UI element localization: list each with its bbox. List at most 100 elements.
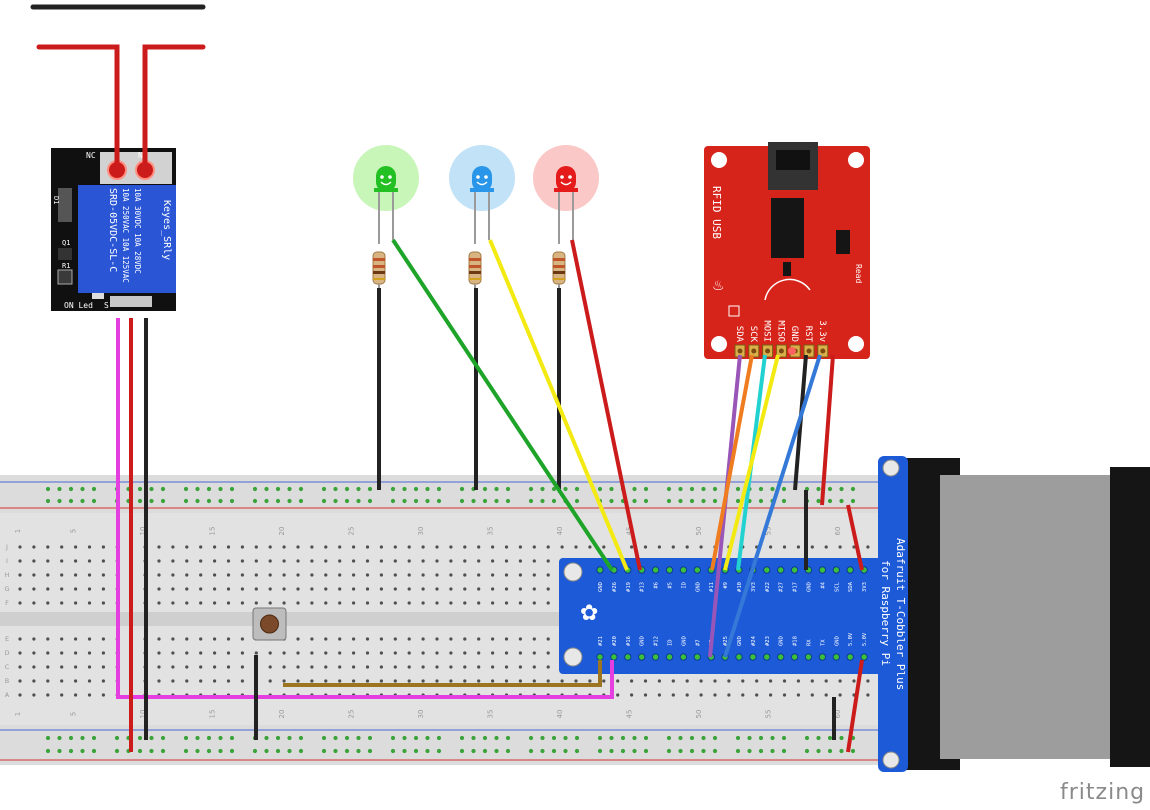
breadboard-hole[interactable] <box>213 637 217 641</box>
breadboard-hole[interactable] <box>866 693 870 697</box>
rail-hole[interactable] <box>91 735 97 741</box>
breadboard-hole[interactable] <box>616 679 620 683</box>
breadboard-hole[interactable] <box>226 601 231 605</box>
breadboard-hole[interactable] <box>324 587 328 591</box>
breadboard-hole[interactable] <box>379 573 383 577</box>
rail-hole[interactable] <box>252 498 258 504</box>
breadboard-hole[interactable] <box>671 679 675 683</box>
rail-hole[interactable] <box>482 498 488 504</box>
cobbler-pin-top[interactable] <box>818 566 827 574</box>
rail-hole[interactable] <box>57 498 62 504</box>
breadboard-hole[interactable] <box>87 601 92 605</box>
rail-hole[interactable] <box>770 748 775 754</box>
breadboard-hole[interactable] <box>226 545 231 549</box>
breadboard-hole[interactable] <box>532 545 536 549</box>
breadboard-hole[interactable] <box>171 573 175 577</box>
breadboard-hole[interactable] <box>504 637 509 641</box>
rail-hole[interactable] <box>367 748 373 754</box>
rail-hole[interactable] <box>206 735 212 741</box>
breadboard-hole[interactable] <box>546 587 550 591</box>
push-button-cap[interactable] <box>260 614 279 634</box>
cobbler-pin-bottom[interactable] <box>749 653 757 661</box>
breadboard-hole[interactable] <box>435 587 439 591</box>
rail-hole[interactable] <box>57 735 62 741</box>
rail-hole[interactable] <box>459 486 465 492</box>
cobbler-pin-top[interactable] <box>651 566 660 574</box>
breadboard-hole[interactable] <box>46 665 50 669</box>
breadboard-hole[interactable] <box>504 559 509 563</box>
breadboard-hole[interactable] <box>491 665 495 669</box>
breadboard-hole[interactable] <box>393 573 397 577</box>
rail-hole[interactable] <box>91 498 97 504</box>
breadboard-hole[interactable] <box>185 587 189 591</box>
rail-hole[interactable] <box>45 735 51 741</box>
breadboard-hole[interactable] <box>810 545 814 549</box>
rail-hole[interactable] <box>850 748 856 754</box>
rail-hole[interactable] <box>632 486 637 492</box>
breadboard-hole[interactable] <box>407 601 411 605</box>
breadboard-hole[interactable] <box>588 545 592 549</box>
cobbler-pin-top[interactable] <box>679 566 688 574</box>
breadboard-hole[interactable] <box>213 651 217 655</box>
breadboard-hole[interactable] <box>74 559 78 563</box>
breadboard-hole[interactable] <box>477 665 481 669</box>
breadboard-hole[interactable] <box>477 637 481 641</box>
rail-hole[interactable] <box>264 735 269 741</box>
breadboard-hole[interactable] <box>532 573 536 577</box>
rail-hole[interactable] <box>678 735 683 741</box>
breadboard-hole[interactable] <box>365 573 370 577</box>
breadboard-hole[interactable] <box>504 601 509 605</box>
breadboard-hole[interactable] <box>101 637 105 641</box>
breadboard-hole[interactable] <box>435 559 439 563</box>
rail-hole[interactable] <box>80 748 85 754</box>
rail-hole[interactable] <box>563 735 568 741</box>
breadboard-hole[interactable] <box>18 573 22 577</box>
rail-hole[interactable] <box>275 748 281 754</box>
rail-hole[interactable] <box>413 486 419 492</box>
breadboard-hole[interactable] <box>769 545 773 549</box>
breadboard-hole[interactable] <box>226 559 231 563</box>
breadboard-hole[interactable] <box>574 679 578 683</box>
breadboard-hole[interactable] <box>421 679 425 683</box>
rail-hole[interactable] <box>850 486 856 492</box>
breadboard-hole[interactable] <box>254 651 258 655</box>
breadboard-hole[interactable] <box>393 665 397 669</box>
breadboard-hole[interactable] <box>352 573 356 577</box>
rail-hole[interactable] <box>574 748 580 754</box>
rail-hole[interactable] <box>402 735 407 741</box>
rail-hole[interactable] <box>494 735 499 741</box>
breadboard-hole[interactable] <box>393 679 397 683</box>
breadboard-hole[interactable] <box>365 637 370 641</box>
rail-hole[interactable] <box>436 748 442 754</box>
rail-hole[interactable] <box>494 486 499 492</box>
rail-hole[interactable] <box>287 486 292 492</box>
breadboard-hole[interactable] <box>213 679 217 683</box>
rail-hole[interactable] <box>563 486 568 492</box>
breadboard-hole[interactable] <box>171 559 175 563</box>
breadboard-hole[interactable] <box>518 573 523 577</box>
rail-hole[interactable] <box>80 498 85 504</box>
cobbler-pin-top[interactable] <box>777 566 785 574</box>
breadboard-hole[interactable] <box>393 637 397 641</box>
breadboard-hole[interactable] <box>491 679 495 683</box>
rail-hole[interactable] <box>229 748 235 754</box>
cobbler-pin-top[interactable] <box>763 566 771 574</box>
rail-hole[interactable] <box>632 498 637 504</box>
breadboard-hole[interactable] <box>435 651 439 655</box>
breadboard-hole[interactable] <box>560 679 564 683</box>
rail-hole[interactable] <box>252 748 258 754</box>
rail-hole[interactable] <box>57 748 62 754</box>
breadboard-hole[interactable] <box>630 693 634 697</box>
breadboard-hole[interactable] <box>185 637 189 641</box>
breadboard-hole[interactable] <box>546 545 550 549</box>
breadboard-hole[interactable] <box>491 545 495 549</box>
breadboard-hole[interactable] <box>338 573 342 577</box>
breadboard-hole[interactable] <box>185 559 189 563</box>
breadboard-hole[interactable] <box>463 545 467 549</box>
rail-hole[interactable] <box>781 748 787 754</box>
breadboard-hole[interactable] <box>379 601 383 605</box>
breadboard-hole[interactable] <box>365 651 370 655</box>
breadboard-hole[interactable] <box>379 651 383 655</box>
breadboard-hole[interactable] <box>421 601 425 605</box>
rail-hole[interactable] <box>827 748 833 754</box>
